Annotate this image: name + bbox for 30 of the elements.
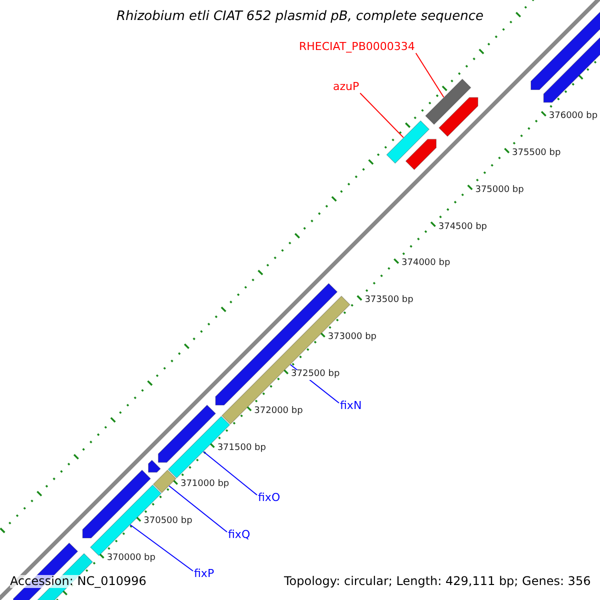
map-title: Rhizobium etli CIAT 652 plasmid pB, complete sequence (115, 10, 485, 24)
leader-line (415, 52, 444, 98)
leader-line (168, 485, 228, 532)
gene-bar (152, 470, 176, 494)
gene-label: fixN (340, 400, 362, 412)
scale-label: 375000 bp (474, 186, 525, 196)
summary-text: Topology: circular; Length: 429,111 bp; Genes: 356 (284, 575, 591, 588)
accession-text: Accession: NC_010996 (10, 575, 146, 588)
gene-bar (386, 120, 430, 164)
scale-label: 371000 bp (179, 480, 230, 490)
gene-label: fixQ (228, 529, 250, 542)
scale-label: 376000 bp (548, 112, 599, 122)
scale-label: 374500 bp (437, 222, 488, 232)
gene-label: azuP (333, 81, 360, 94)
gene-label: RHECIAT_PB0000334 (299, 41, 415, 54)
gene-bar (425, 78, 472, 125)
scale-label: 372000 bp (253, 406, 304, 417)
leader-line (360, 92, 404, 138)
scale-label: 373500 bp (364, 296, 414, 306)
scale-label: 373000 bp (326, 333, 378, 343)
scale-label: 370500 bp (142, 517, 194, 528)
leader-line (130, 524, 194, 572)
scale-label: 372500 bp (290, 370, 341, 380)
scale-label: 371500 bp (216, 444, 267, 454)
scale-label: 370000 bp (106, 554, 156, 564)
gene-label: fixO (258, 492, 280, 504)
scale-label: 374000 bp (400, 259, 452, 270)
scale-label: 375500 bp (511, 148, 562, 159)
leader-line (202, 451, 258, 496)
gene-label: fixP (194, 568, 214, 580)
